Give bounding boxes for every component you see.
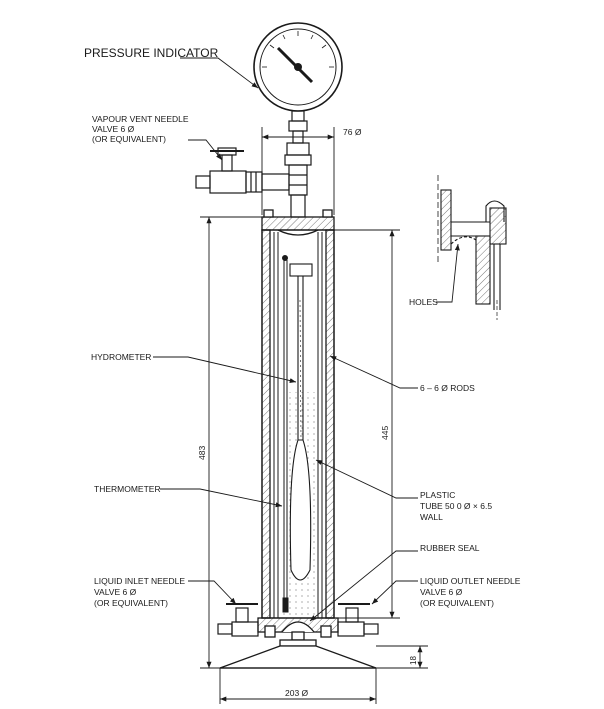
holes-detail [437, 175, 507, 320]
label-inlet-line3: (OR EQUIVALENT) [94, 598, 168, 608]
label-vapour-vent-line3: (OR EQUIVALENT) [92, 134, 166, 144]
label-vapour-vent-line2: VALVE 6 Ø [92, 124, 135, 134]
cylinder-body [261, 229, 335, 619]
label-thermometer: THERMOMETER [94, 484, 161, 494]
label-plastic-line3: WALL [420, 512, 443, 522]
top-flange [261, 209, 335, 236]
dim-overall-height: 483 [197, 446, 207, 460]
label-plastic-line1: PLASTIC [420, 490, 455, 500]
label-outlet-line2: VALVE 6 Ø [420, 587, 463, 597]
label-rubber-seal: RUBBER SEAL [420, 543, 480, 553]
inlet-valve [217, 603, 259, 637]
label-rods: 6 – 6 Ø RODS [420, 383, 475, 393]
hydrometer [289, 263, 313, 581]
label-outlet-line1: LIQUID OUTLET NEEDLE [420, 576, 521, 586]
label-outlet-line3: (OR EQUIVALENT) [420, 598, 494, 608]
dim-tube-height: 445 [380, 426, 390, 440]
pressure-gauge [253, 22, 343, 144]
dim-base-thickness: 18 [409, 656, 418, 665]
thermometer [282, 255, 289, 613]
leader-lines [153, 57, 460, 622]
label-holes: HOLES [409, 297, 438, 307]
label-hydrometer: HYDROMETER [91, 352, 151, 362]
label-pressure-indicator: PRESSURE INDICATOR [84, 46, 219, 60]
dimension-lines [200, 127, 428, 704]
bottom-flange [219, 617, 377, 669]
label-inlet-line1: LIQUID INLET NEEDLE [94, 576, 185, 586]
dim-top-diameter: 76 Ø [343, 127, 362, 137]
outlet-valve [337, 603, 379, 637]
dim-base-diameter: 203 Ø [285, 688, 309, 698]
label-plastic-line2: TUBE 50 0 Ø × 6.5 [420, 501, 492, 511]
label-vapour-vent-line1: VAPOUR VENT NEEDLE [92, 114, 189, 124]
top-fittings [195, 142, 312, 218]
label-inlet-line2: VALVE 6 Ø [94, 587, 137, 597]
